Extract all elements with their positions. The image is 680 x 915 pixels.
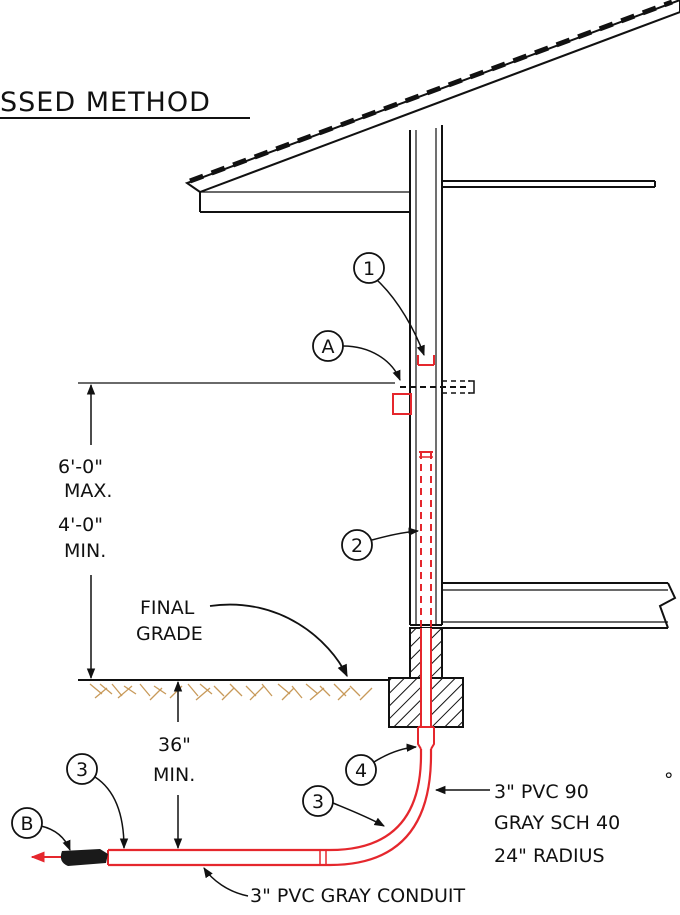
- callout-4: 4: [345, 743, 418, 786]
- callout-3-left-label: 3: [76, 759, 88, 781]
- wall: [409, 125, 443, 626]
- callout-3-bend: 3: [302, 785, 385, 827]
- foundation: [388, 627, 464, 728]
- dim-depth-value: 36": [158, 734, 191, 756]
- final-grade-line: [78, 679, 389, 701]
- final-grade-label-2: GRADE: [136, 623, 203, 645]
- underground-conduit: [30, 749, 433, 867]
- dim-min-word: MIN.: [64, 540, 106, 562]
- dim-min-value: 4'-0": [58, 514, 103, 536]
- final-grade-label-1: FINAL: [140, 597, 195, 619]
- riser-conduit: [419, 451, 433, 628]
- callout-1-label: 1: [363, 258, 375, 280]
- callout-2-label: 2: [351, 535, 363, 557]
- dim-depth-word: MIN.: [153, 764, 195, 786]
- callout-1: 1: [353, 252, 425, 356]
- elbow-degree: °: [664, 769, 674, 791]
- diagram-title: SSED METHOD: [0, 87, 211, 118]
- dimension-height: [78, 382, 395, 680]
- callout-2: 2: [341, 527, 420, 561]
- callout-b-label: B: [20, 813, 33, 835]
- callout-a: A: [312, 330, 401, 381]
- callout-3-bend-label: 3: [312, 791, 324, 813]
- callout-a-label: A: [322, 336, 335, 358]
- coupling: [417, 726, 435, 750]
- final-grade-leader: [209, 603, 348, 678]
- callout-4-label: 4: [355, 760, 367, 782]
- conduit-label: 3" PVC GRAY CONDUIT: [250, 885, 466, 907]
- elbow-label-3: 24" RADIUS: [494, 845, 605, 867]
- conduit-leader: [203, 867, 249, 897]
- floor-joist: [442, 582, 677, 629]
- roof: [184, 0, 680, 213]
- callout-b: B: [11, 807, 71, 851]
- callout-3-left: 3: [66, 753, 129, 850]
- dim-max-word: MAX.: [64, 480, 112, 502]
- elbow-label-2: GRAY SCH 40: [494, 812, 620, 834]
- elbow-label-1: 3" PVC 90: [494, 781, 589, 803]
- meter-base: [392, 355, 475, 415]
- dim-max-value: 6'-0": [58, 456, 103, 478]
